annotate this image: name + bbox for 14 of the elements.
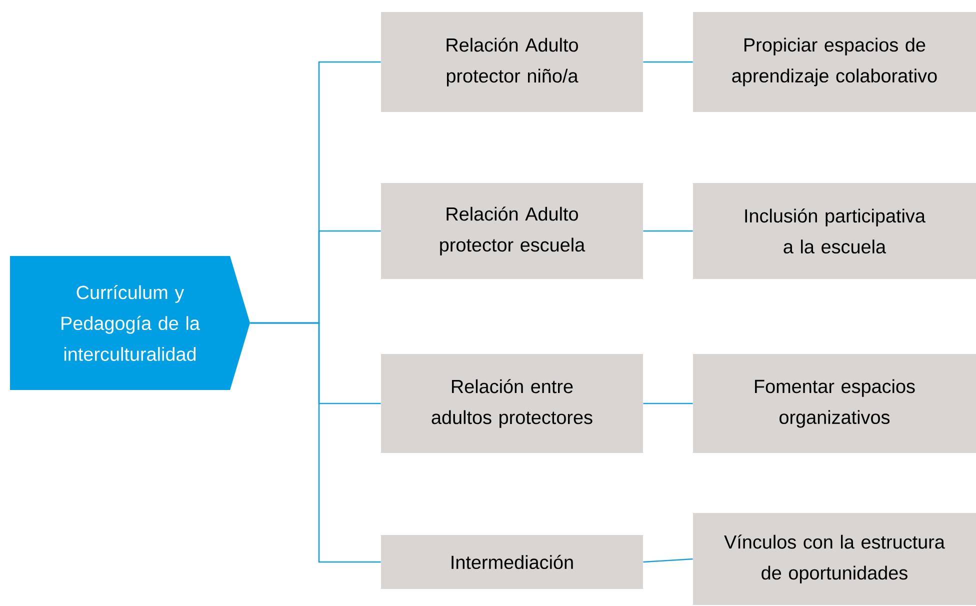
text-box: Vínculos con la estructura de oportunidades	[693, 513, 976, 605]
text-box: Fomentar espacios organizativos	[693, 354, 976, 453]
connector-line	[643, 230, 693, 232]
text-box: Relación Adulto protector niño/a	[381, 12, 643, 112]
connector-line	[643, 61, 693, 63]
text-box: Intermediación	[381, 535, 643, 589]
connector-line	[643, 402, 693, 404]
text-box: Propiciar espacios de aprendizaje colaborativo	[693, 12, 976, 112]
text-box: Inclusión participativa a la escuela	[693, 183, 976, 279]
text-box: Relación Adulto protector escuela	[381, 183, 643, 279]
text-box: Relación entre adultos protectores	[381, 354, 643, 453]
pentagon-arrow-box: Currículum y Pedagogía de la interculturalidad	[10, 256, 250, 390]
connector-line	[643, 558, 693, 563]
connector-line	[250, 322, 381, 563]
